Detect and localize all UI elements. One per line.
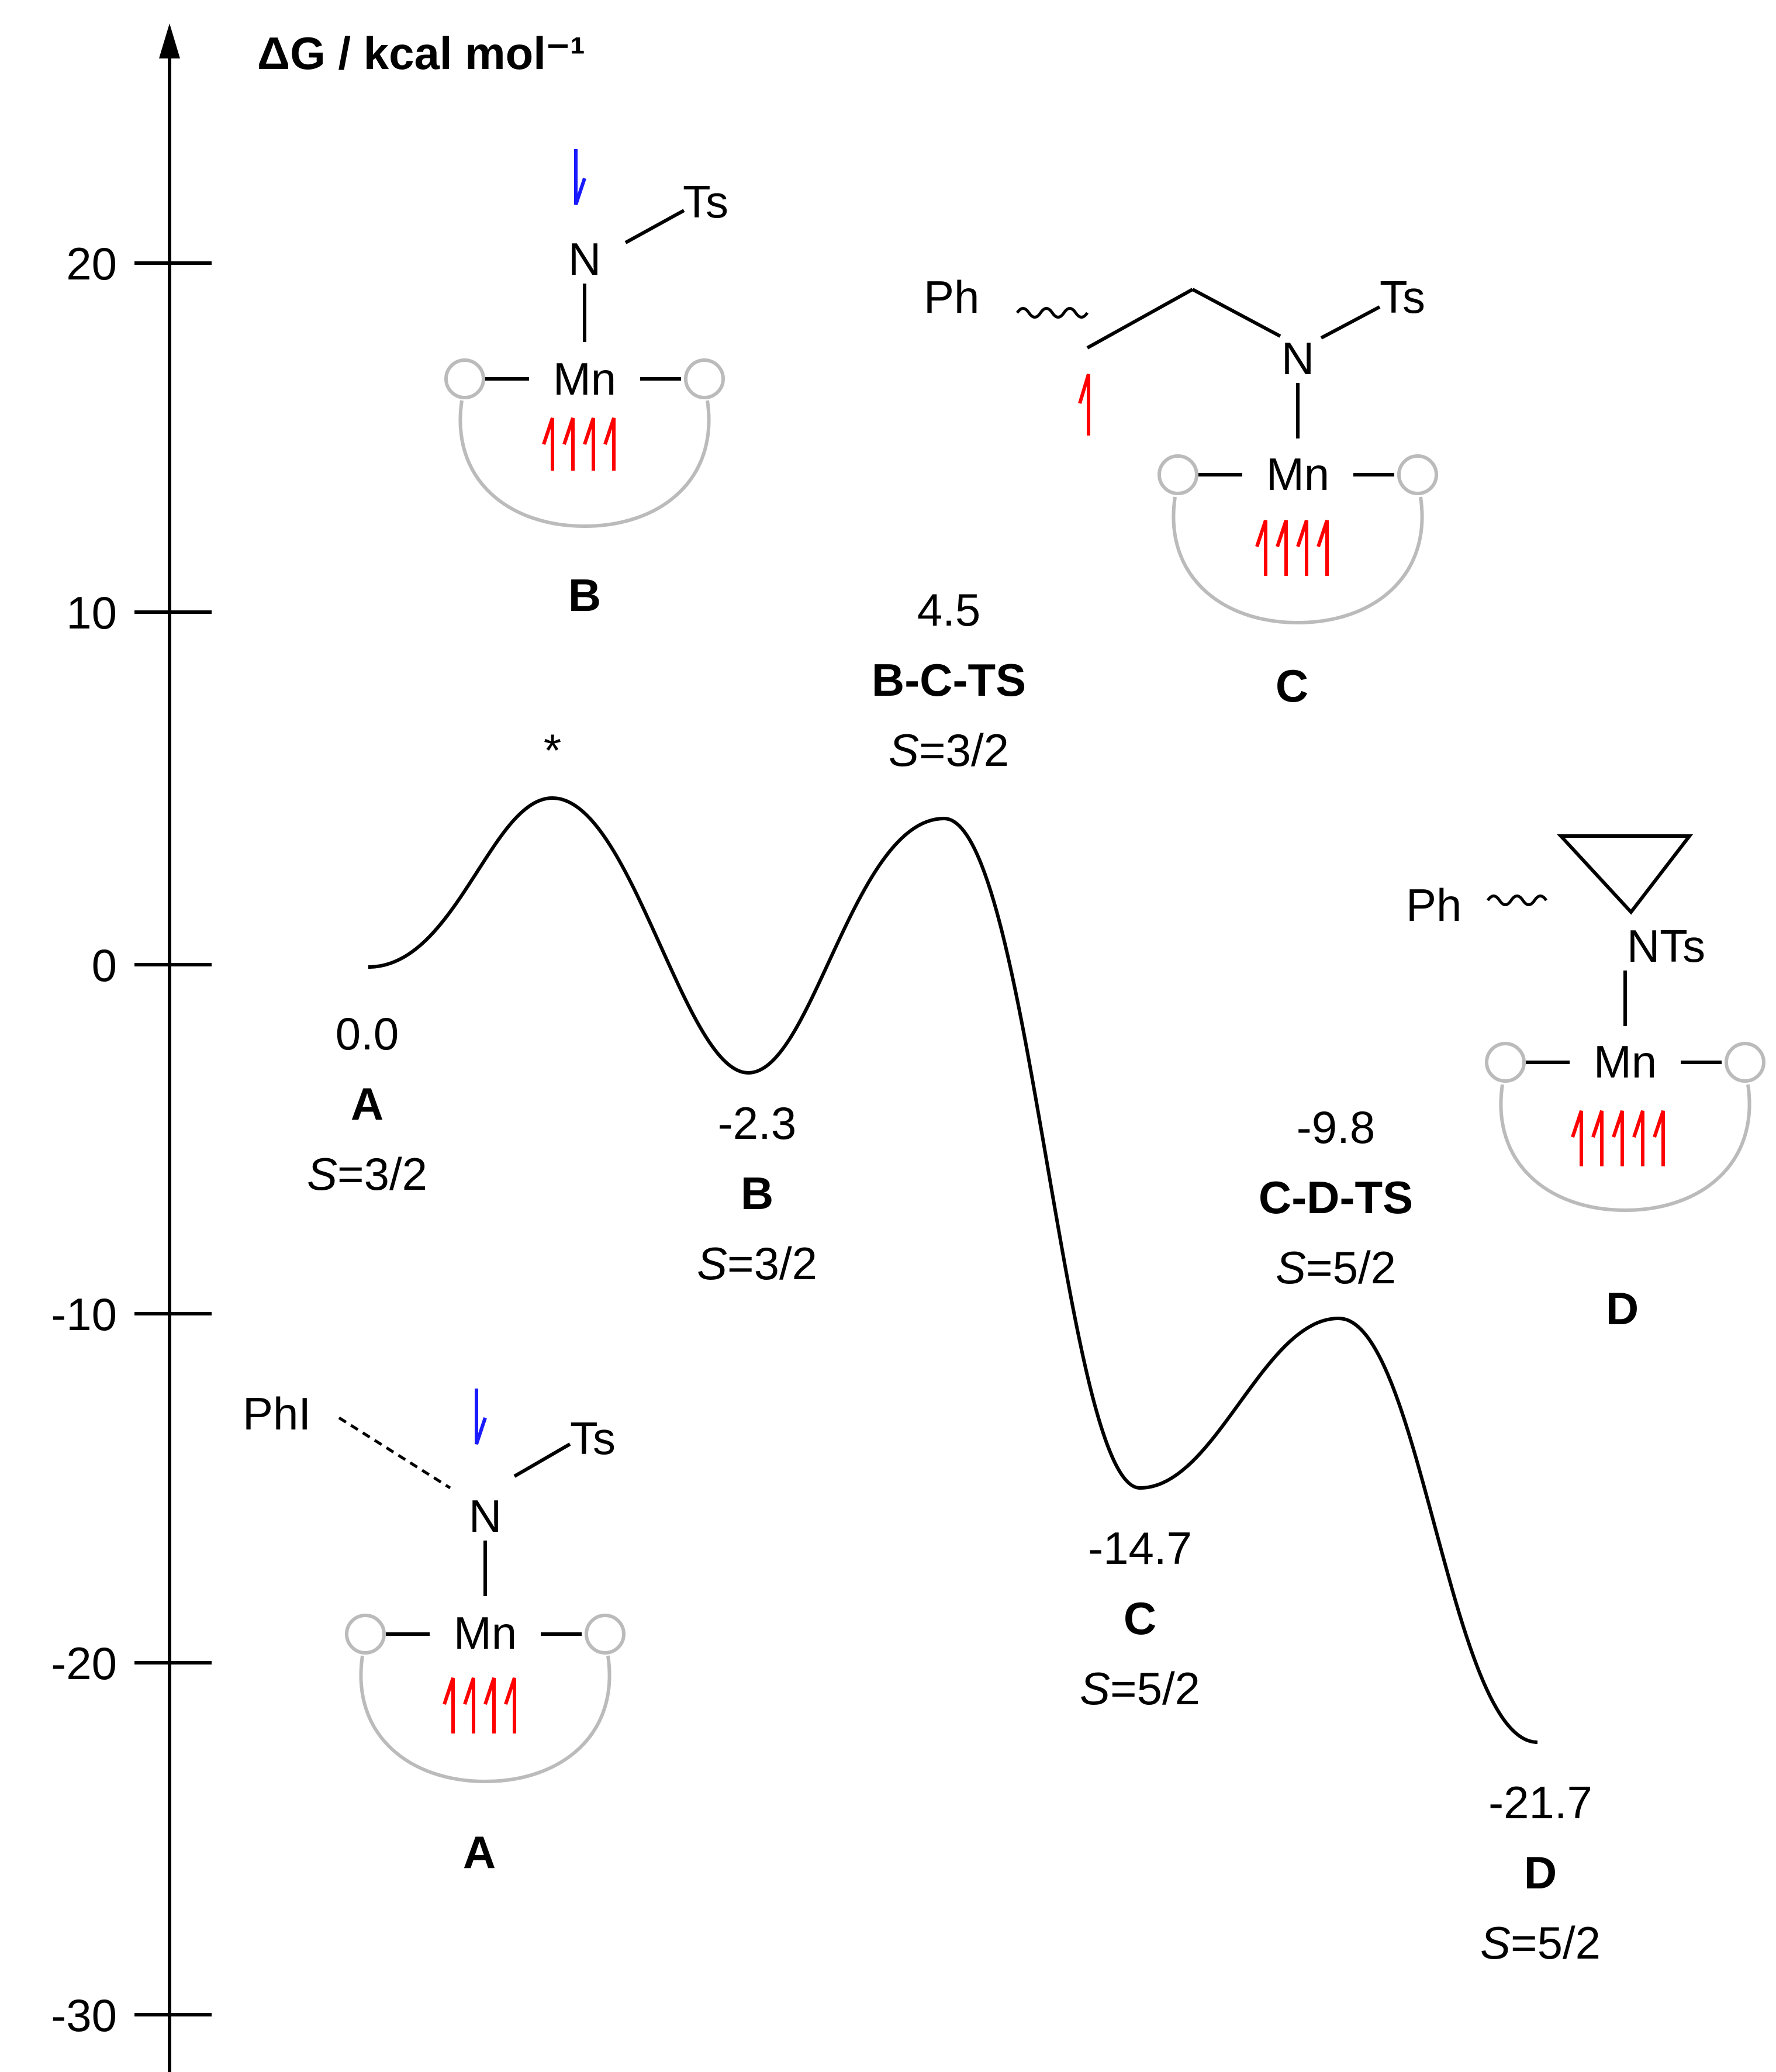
state-spin: S=3/2: [889, 724, 1009, 776]
spin-up-arrows-icon: [443, 1677, 516, 1733]
state-energy: -2.3: [718, 1097, 796, 1149]
spin-up-arrow-icon: [1078, 374, 1090, 436]
structure-C: Ph N Ts Mn C: [924, 271, 1438, 712]
y-axis-title: ΔG / kcal mol⁻¹: [257, 27, 585, 79]
svg-text:Ph: Ph: [924, 271, 979, 323]
structure-A: PhI Ts N Mn A: [243, 1388, 626, 1878]
ligand-o-icon: [345, 1614, 386, 1655]
dashed-bond: [338, 1416, 451, 1490]
state-label-B: -2.3 B S=3/2: [697, 1097, 817, 1289]
svg-text:Mn: Mn: [1594, 1036, 1657, 1087]
state-label-A: 0.0 A S=3/2: [307, 1008, 427, 1200]
structure-label: B: [568, 569, 601, 621]
wavy-bond: [1015, 307, 1089, 319]
svg-text:N: N: [469, 1490, 502, 1542]
state-spin: S=5/2: [1276, 1242, 1396, 1293]
tick-label-neg30: -30: [51, 1990, 117, 2041]
svg-text:Mn: Mn: [454, 1607, 517, 1659]
aziridine-ring: [1557, 834, 1694, 915]
state-name: C: [1124, 1593, 1156, 1644]
state-energy: 4.5: [917, 584, 980, 636]
state-spin: S=5/2: [1080, 1663, 1200, 1714]
ligand-o-icon: [1157, 454, 1198, 495]
svg-text:Ph: Ph: [1406, 879, 1461, 931]
tick-label-10: 10: [66, 587, 117, 638]
ligand-ring: [458, 400, 711, 529]
svg-text:Mn: Mn: [1266, 448, 1329, 500]
state-energy: -9.8: [1297, 1101, 1375, 1153]
state-label-D: -21.7 D S=5/2: [1480, 1777, 1601, 1969]
tick-label-neg20: -20: [51, 1638, 117, 1689]
ligand-o-icon: [1485, 1042, 1526, 1083]
state-energy: -14.7: [1088, 1522, 1192, 1574]
state-spin: S=3/2: [307, 1148, 427, 1200]
svg-text:Ts: Ts: [683, 176, 728, 227]
state-name: B: [741, 1168, 773, 1219]
tick-label-20: 20: [66, 238, 117, 289]
svg-text:N: N: [568, 233, 601, 285]
tick-label-neg10: -10: [51, 1289, 117, 1340]
ligand-o-icon: [1725, 1042, 1765, 1083]
ligand-o-icon: [585, 1614, 626, 1655]
tick-label-0: 0: [92, 940, 117, 991]
ligand-ring: [359, 1655, 611, 1784]
energy-profile-curve: [368, 796, 1538, 1744]
ligand-ring: [1172, 496, 1424, 625]
ligand-o-icon: [1397, 454, 1438, 495]
structure-label: D: [1606, 1283, 1639, 1334]
state-label-BCTS: 4.5 B-C-TS S=3/2: [872, 584, 1026, 776]
svg-text:Ts: Ts: [1380, 271, 1425, 323]
state-label-C: -14.7 C S=5/2: [1080, 1522, 1200, 1714]
svg-text:N: N: [1281, 333, 1314, 384]
state-energy: -21.7: [1488, 1777, 1592, 1828]
structure-D: Ph NTs Mn D: [1406, 834, 1765, 1334]
state-name: A: [351, 1078, 383, 1130]
state-name: D: [1524, 1847, 1557, 1898]
spin-down-arrow-icon: [475, 1389, 487, 1445]
y-axis-ticks: [134, 261, 212, 2016]
state-energy: 0.0: [336, 1008, 399, 1059]
svg-text:NTs: NTs: [1627, 920, 1705, 972]
structure-label: C: [1276, 660, 1308, 712]
svg-text:Ts: Ts: [570, 1413, 616, 1464]
spin-up-arrows-icon: [1255, 520, 1329, 576]
svg-text:Mn: Mn: [553, 353, 616, 405]
spin-down-arrow-icon: [574, 149, 586, 205]
state-label-CDTS: -9.8 C-D-TS S=5/2: [1259, 1101, 1413, 1293]
state-name: B-C-TS: [872, 654, 1026, 706]
state-spin: S=3/2: [697, 1238, 817, 1289]
ligand-o-icon: [444, 358, 485, 399]
spin-up-arrows-icon: [542, 417, 616, 471]
y-axis-arrow-icon: [159, 23, 180, 58]
y-axis: ΔG / kcal mol⁻¹ 20 10 0 -10 -20 -30: [51, 23, 585, 2072]
ligand-ring: [1499, 1084, 1751, 1213]
ligand-o-icon: [684, 358, 725, 399]
structure-label: A: [463, 1826, 496, 1878]
spin-up-arrows-icon: [1571, 1110, 1665, 1166]
wavy-bond: [1486, 895, 1548, 906]
structure-B: Ts N Mn B: [444, 149, 728, 621]
svg-text:PhI: PhI: [243, 1388, 311, 1439]
first-ts-asterisk: *: [544, 724, 561, 776]
state-spin: S=5/2: [1480, 1917, 1601, 1969]
state-name: C-D-TS: [1259, 1172, 1413, 1223]
